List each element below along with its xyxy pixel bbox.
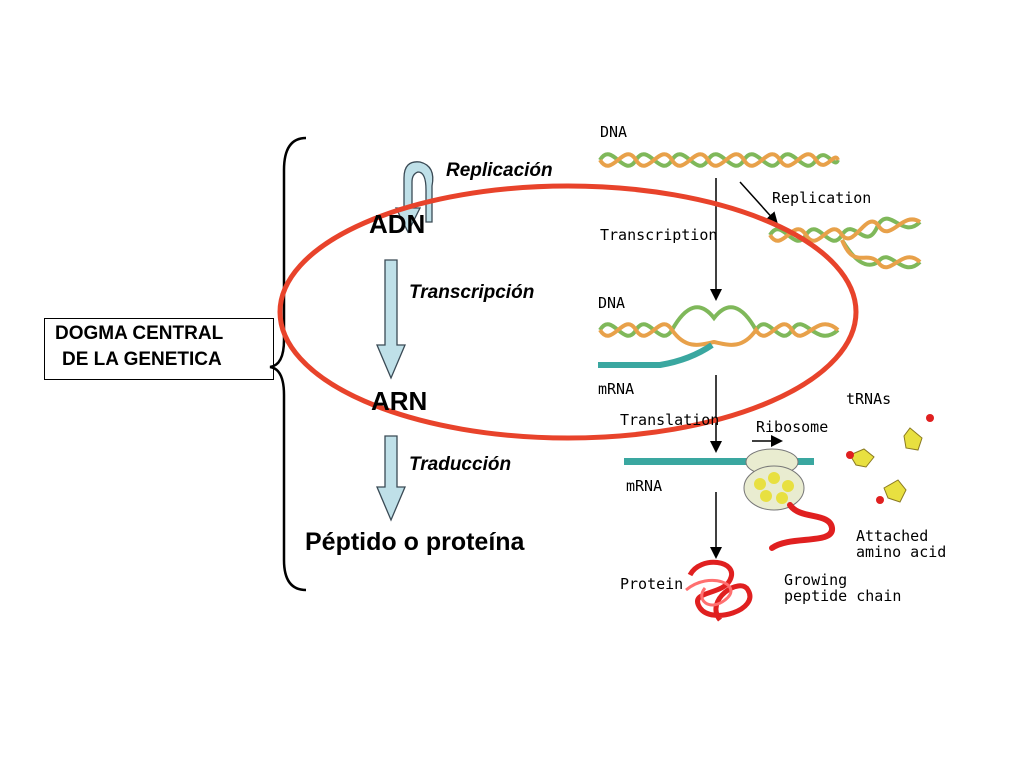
label-traduccion: Traducción bbox=[409, 454, 512, 475]
illus-growing-1: Growing bbox=[784, 571, 848, 589]
node-adn: ADN bbox=[369, 209, 426, 239]
ribosome-icon bbox=[743, 448, 805, 511]
translation-arrow bbox=[376, 435, 406, 522]
mrna-strand bbox=[624, 458, 814, 465]
transcription-arrow bbox=[376, 259, 406, 380]
dna-helix-top bbox=[598, 152, 840, 168]
protein-icon bbox=[685, 559, 753, 622]
illus-translation: Translation bbox=[620, 411, 720, 429]
illus-dna-top: DNA bbox=[600, 123, 628, 141]
illus-trnas: tRNAs bbox=[846, 390, 892, 408]
illus-protein: Protein bbox=[620, 575, 684, 593]
highlight-ellipse bbox=[277, 183, 859, 441]
dogma-title-line1: DOGMA CENTRAL bbox=[55, 323, 224, 344]
replication-loop-arrow bbox=[394, 161, 434, 234]
dogma-title-line2: DE LA GENETICA bbox=[62, 349, 222, 370]
arrow-replication bbox=[739, 181, 779, 225]
illus-attached-2: amino acid bbox=[856, 543, 947, 561]
illus-dna-mid: DNA bbox=[598, 294, 626, 312]
label-replicacion: Replicación bbox=[446, 160, 553, 181]
illus-mrna-bottom: mRNA bbox=[626, 477, 663, 495]
illus-replication: Replication bbox=[772, 189, 872, 207]
dna-helix-replicated bbox=[768, 216, 922, 270]
illus-transcription: Transcription bbox=[600, 226, 718, 244]
illus-growing-2: peptide chain bbox=[784, 587, 902, 605]
peptide-chain bbox=[769, 502, 835, 551]
illus-attached-1: Attached bbox=[856, 527, 929, 545]
node-peptido: Péptido o proteína bbox=[305, 528, 525, 556]
dogma-title-box bbox=[44, 318, 274, 380]
curly-brace bbox=[269, 136, 307, 592]
trna-icons bbox=[846, 414, 934, 504]
illus-mrna-mid: mRNA bbox=[598, 380, 635, 398]
dna-helix-transcription bbox=[598, 305, 840, 368]
illus-ribosome: Ribosome bbox=[756, 418, 829, 436]
node-arn: ARN bbox=[371, 386, 428, 416]
label-transcripcion: Transcripción bbox=[409, 282, 535, 303]
